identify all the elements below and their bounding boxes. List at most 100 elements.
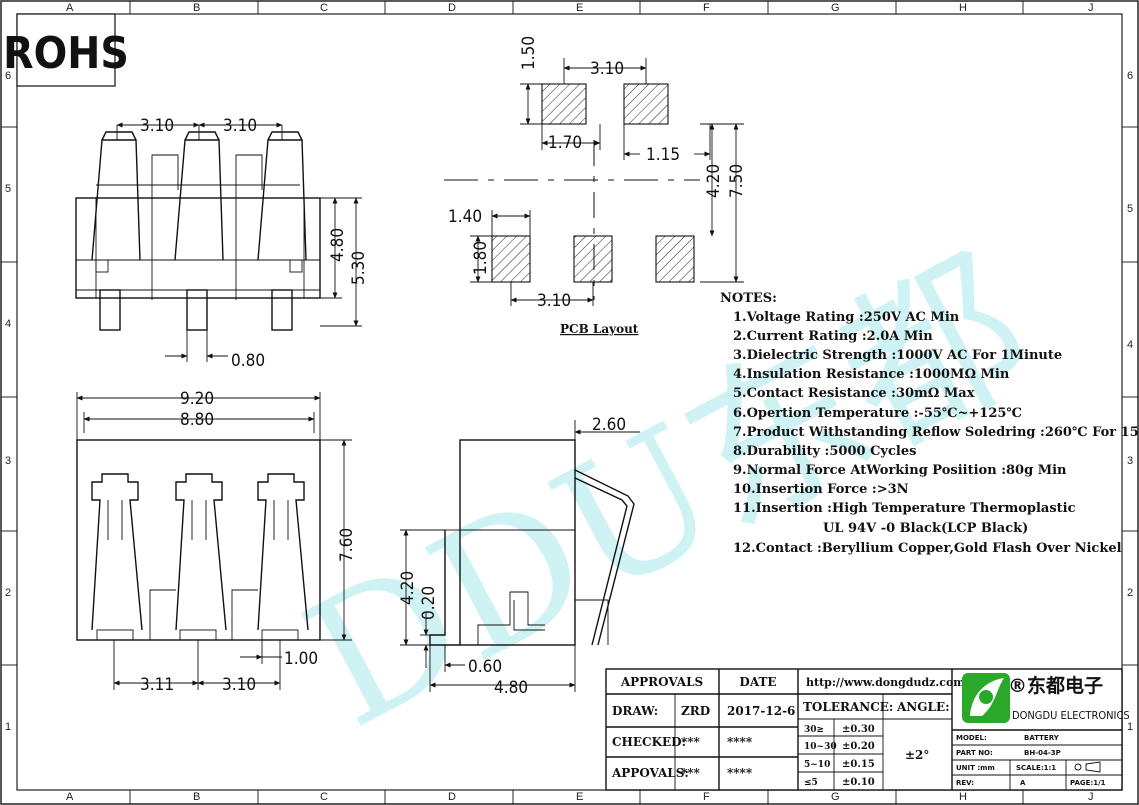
angle-value: ±2°	[905, 748, 929, 762]
company-name-en: DONGDU ELECTRONICS	[1012, 709, 1130, 722]
pcb-pad	[491, 235, 531, 283]
pcb-caption: PCB Layout	[560, 322, 639, 336]
col-label-top: C	[320, 2, 328, 14]
note-item: 2.Current Rating :2.0A Min	[733, 329, 933, 344]
side-height-label: 4.20	[398, 571, 418, 605]
pcb-pad	[623, 83, 669, 125]
grid-labels: A B C D E F G H J A B C D E F G H J 6 5 …	[5, 2, 1133, 803]
side-top-offset-label: 2.60	[592, 415, 626, 435]
front-height-label: 7.60	[337, 528, 357, 562]
company-name-cn: ®东都电子	[1008, 674, 1103, 697]
pcb-pad	[655, 235, 695, 283]
col-label-top: G	[831, 2, 840, 14]
note-item: 10.Insertion Force :>3N	[733, 482, 909, 497]
tolerance-label: TOLERANCE:	[803, 700, 893, 714]
pcb-overall-label: 7.50	[727, 164, 747, 198]
col-label-top: J	[1088, 2, 1094, 14]
tol-value: ±0.20	[842, 741, 875, 752]
tol-range: 10~30	[804, 742, 837, 752]
note-item: 4.Insulation Resistance :1000MΩ Min	[733, 367, 1010, 382]
rohs-box	[16, 13, 116, 87]
col-label-bottom: B	[193, 791, 200, 803]
tol-value: ±0.10	[842, 777, 875, 788]
side-depth-label: 4.80	[494, 678, 528, 698]
pcb-row-spacing-label: 4.20	[704, 164, 724, 198]
page-label: PAGE:1/1	[1070, 779, 1106, 787]
top-pin-width-label: 0.80	[231, 351, 265, 371]
row-label-right: 3	[1127, 455, 1133, 467]
checked-date: ****	[727, 735, 753, 749]
draw-label: DRAW:	[612, 704, 658, 718]
top-pitch-left-label: 3.10	[140, 116, 174, 136]
front-pin-width-label: 1.00	[284, 649, 318, 669]
col-label-bottom: J	[1088, 791, 1094, 803]
side-standoff-label: 0.20	[419, 586, 439, 620]
rev-label: REV:	[956, 779, 974, 787]
date-header: DATE	[739, 675, 776, 689]
pcb-dims: 1.50 3.10 1.70 1.15 4.20 7.50 1.40 1.80 …	[448, 36, 747, 311]
note-item: UL 94V -0 Black(LCP Black)	[823, 521, 1028, 536]
side-view-dims: 2.60 4.20 0.20 0.60 4.80	[398, 415, 640, 698]
pcb-pitch-top-label: 3.10	[590, 59, 624, 79]
part-value: BH-04-3P	[1024, 749, 1061, 757]
pcb-pad-width-top-label: 1.70	[548, 133, 582, 153]
row-label-left: 3	[5, 455, 11, 467]
model-label: MODEL:	[956, 734, 987, 742]
model-value: BATTERY	[1024, 734, 1060, 742]
company-logo-icon	[962, 673, 1010, 723]
note-item: 11.Insertion :High Temperature Thermopla…	[733, 501, 1076, 516]
front-width-inner-label: 8.80	[180, 410, 214, 430]
col-label-bottom: F	[703, 791, 710, 803]
note-item: 1.Voltage Rating :250V AC Min	[733, 310, 960, 325]
notes: NOTES: 1.Voltage Rating :250V AC Min 2.C…	[720, 291, 1139, 556]
col-label-top: A	[66, 2, 74, 14]
appovals-name: ***	[681, 766, 701, 780]
front-view	[76, 433, 321, 641]
col-label-bottom: C	[320, 791, 328, 803]
tol-value: ±0.15	[842, 759, 875, 770]
appovals-date: ****	[727, 766, 753, 780]
row-label-left: 1	[5, 721, 11, 733]
note-item: 9.Normal Force AtWorking Posiition :80g …	[733, 463, 1067, 478]
row-label-right: 4	[1127, 339, 1133, 351]
row-label-right: 1	[1127, 721, 1133, 733]
col-label-bottom: H	[959, 791, 967, 803]
row-label-left: 2	[5, 587, 11, 599]
tol-range: 30≥	[804, 725, 824, 735]
approvals-header: APPROVALS	[620, 675, 703, 689]
note-item: 12.Contact :Beryllium Copper,Gold Flash …	[733, 541, 1122, 556]
note-item: 5.Contact Resistance :30mΩ Max	[733, 386, 975, 401]
top-height-outer-label: 5.30	[349, 251, 369, 285]
col-label-bottom: D	[448, 791, 456, 803]
pcb-pad-width-bottom-label: 1.40	[448, 207, 482, 227]
col-label-bottom: E	[576, 791, 583, 803]
side-foot-label: 0.60	[468, 657, 502, 677]
row-label-left: 4	[5, 318, 11, 330]
row-label-right: 5	[1127, 203, 1133, 215]
col-label-top: E	[576, 2, 583, 14]
notes-heading: NOTES:	[720, 291, 777, 306]
note-item: 7.Product Withstanding Reflow Soledring …	[733, 425, 1139, 440]
row-label-left: 6	[5, 70, 11, 82]
title-block: APPROVALS DATE http://www.dongdudz.com D…	[605, 668, 1130, 791]
col-label-top: F	[703, 2, 710, 14]
pcb-pad-height-bottom-label: 1.80	[471, 241, 491, 275]
projection-symbol-icon	[1074, 761, 1101, 773]
pcb-pad-height-top-label: 1.50	[519, 36, 539, 70]
inner-border	[16, 13, 1123, 791]
pcb-pad	[573, 235, 613, 283]
pcb-pad	[541, 83, 587, 125]
pcb-layout: PCB Layout	[444, 83, 700, 336]
front-width-outer-label: 9.20	[180, 389, 214, 409]
draw-name: ZRD	[681, 704, 710, 718]
col-label-top: D	[448, 2, 456, 14]
top-view-dims: 3.10 3.10 4.80 5.30 0.80	[116, 116, 369, 371]
col-label-bottom: G	[831, 791, 840, 803]
rohs-label: ROHS	[3, 28, 129, 79]
col-label-top: B	[193, 2, 200, 14]
unit-label: UNIT :mm	[956, 764, 995, 772]
front-view-dims: 9.20 8.80 7.60 3.11 3.10 1.00	[76, 389, 357, 695]
